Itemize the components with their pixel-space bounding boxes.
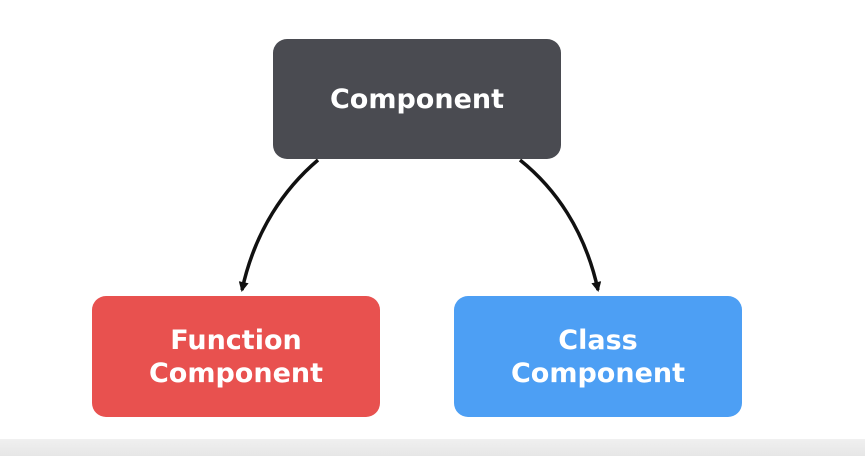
function-component-line-2: Component <box>148 357 324 389</box>
arrow-to-function-component <box>238 158 320 292</box>
component-node: Component <box>273 39 561 159</box>
class-component-node: Class Component <box>454 296 742 417</box>
function-component-node: Function Component <box>92 296 380 417</box>
bottom-strip <box>0 439 865 456</box>
arrow-to-class-component <box>518 158 602 292</box>
component-node-label: Component <box>329 83 505 115</box>
class-component-line-2: Component <box>510 357 686 389</box>
class-component-line-1: Class <box>558 324 638 356</box>
function-component-line-1: Function <box>170 324 302 356</box>
